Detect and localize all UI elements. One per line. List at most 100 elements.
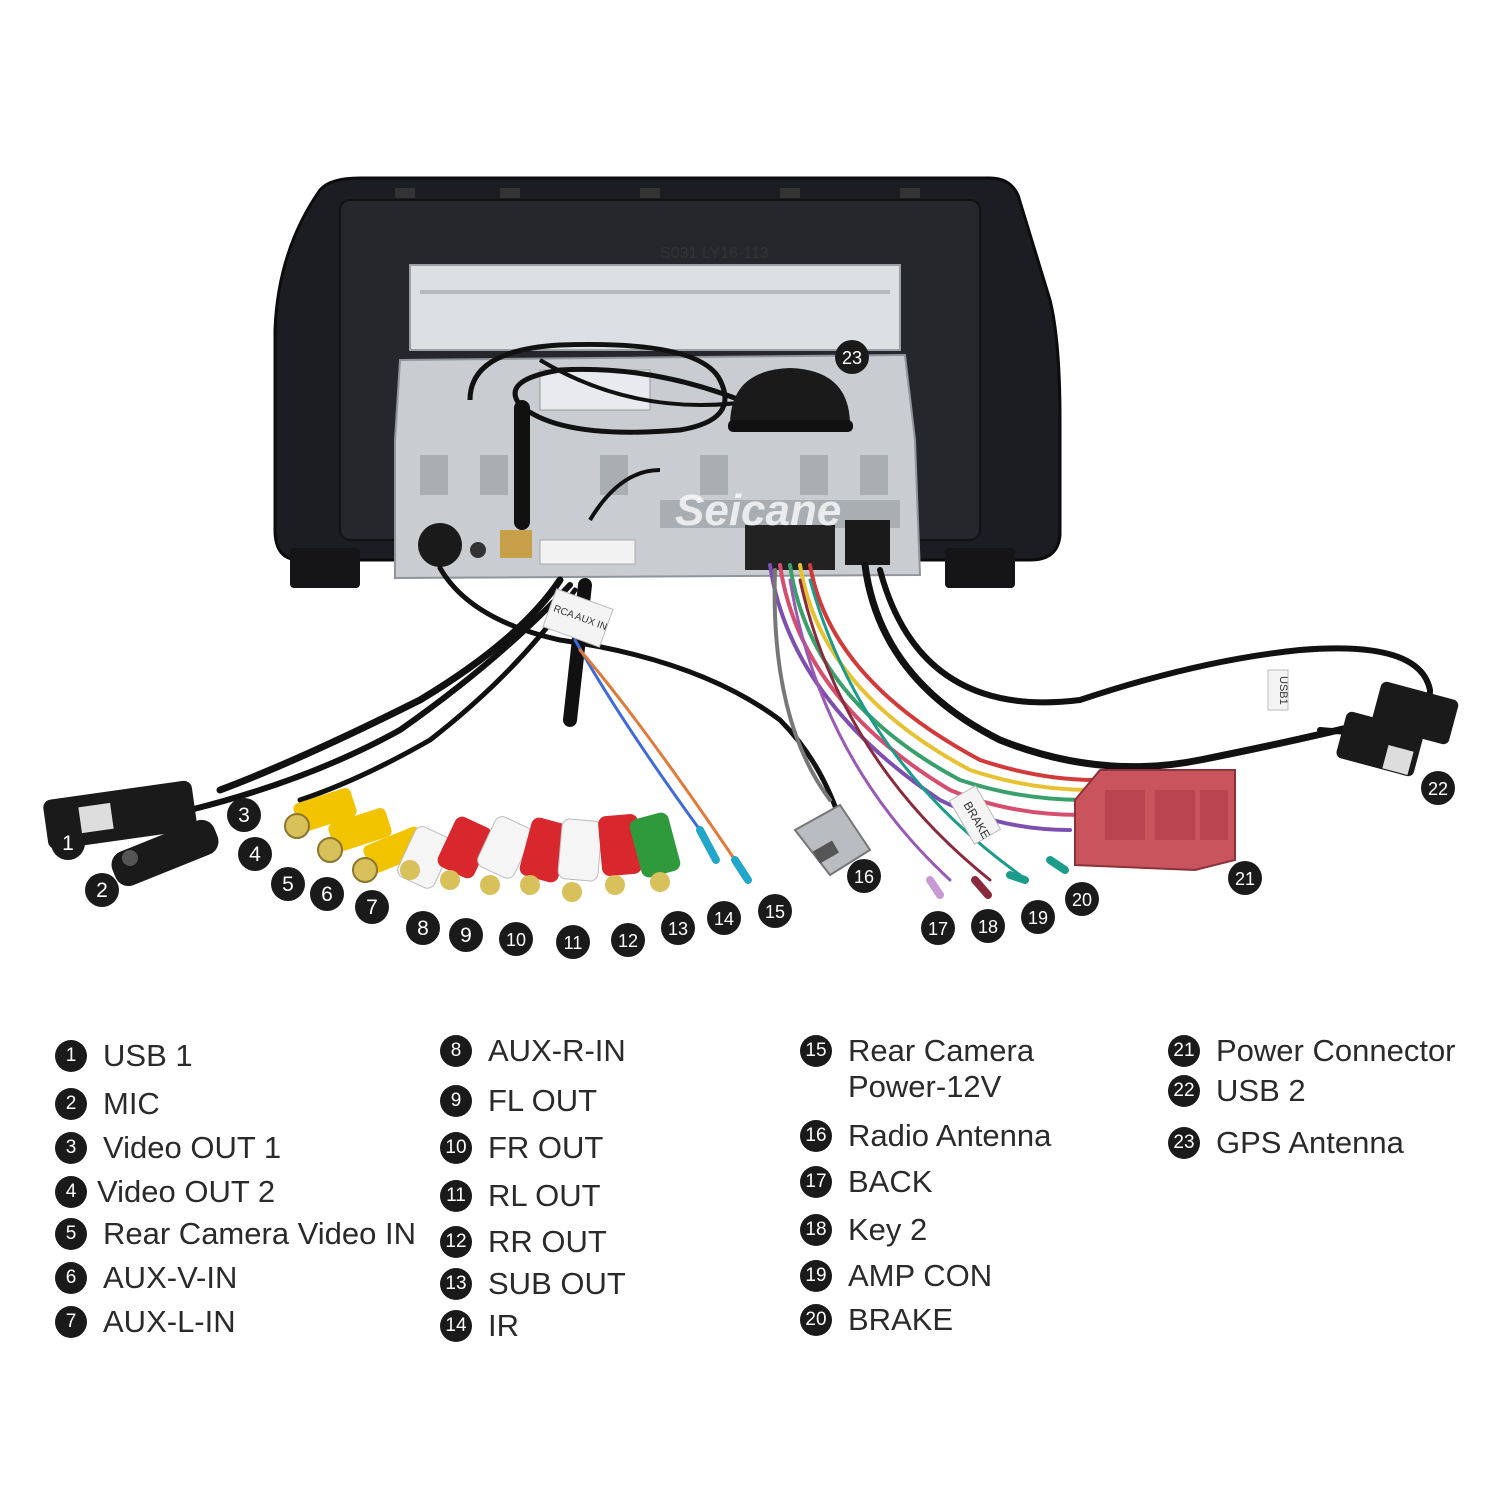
legend-item-fr-out: 10 FR OUT [440, 1130, 603, 1166]
antenna-port [500, 530, 532, 558]
legend-label: AMP CON [848, 1258, 993, 1293]
legend-label: Video OUT 2 [97, 1174, 276, 1209]
legend-label: BRAKE [848, 1302, 954, 1337]
legend-item-aux-r-in: 8 AUX-R-IN [440, 1033, 626, 1069]
marker-circle [1421, 771, 1455, 805]
marker-11: 11 [556, 925, 590, 959]
marker-circle [1065, 882, 1099, 916]
usb1-connector [43, 780, 197, 850]
legend-badge: 6 [55, 1262, 87, 1294]
usb2-cable [861, 561, 1384, 771]
legend-badge: 3 [55, 1132, 87, 1164]
legend-item-mic: 2 MIC [55, 1086, 160, 1122]
marker-number: 1 [62, 832, 74, 855]
marker-circle [707, 901, 741, 935]
legend-badge: 15 [800, 1035, 832, 1067]
marker-19: 19 [1021, 900, 1055, 934]
marker-number: 9 [460, 924, 472, 947]
marker-circle [758, 894, 792, 928]
legend-label: RR OUT [488, 1224, 607, 1259]
marker-16: 16 [847, 859, 881, 893]
marker-number: 20 [1072, 890, 1092, 910]
left-bundle-cable [216, 576, 564, 794]
gps-cable [437, 565, 843, 823]
legend-item-video-out-2: 4 Video OUT 2 [55, 1174, 275, 1210]
legend-badge: 7 [55, 1306, 87, 1338]
legend-label: AUX-V-IN [103, 1260, 238, 1295]
legend-badge: 12 [440, 1226, 472, 1258]
legend-item-usb-2: 22 USB 2 [1168, 1073, 1306, 1109]
legend-badge: 23 [1168, 1127, 1200, 1159]
power-connector [1074, 769, 1236, 872]
head-unit-diagram: S031 LY16-113 Seicane BRAKE USB1 RCA AUX… [43, 176, 1459, 959]
legend-item-ir: 14 IR [440, 1308, 519, 1344]
marker-number: 12 [618, 931, 638, 951]
gps-port [418, 523, 462, 567]
legend-item-rr-out: 12 RR OUT [440, 1224, 607, 1260]
legend-label: USB 2 [1216, 1073, 1306, 1108]
power-harness-socket [745, 525, 835, 570]
marker-10: 10 [499, 922, 533, 956]
panel-code: S031 LY16-113 [660, 245, 769, 262]
marker-number: 5 [282, 873, 294, 896]
gps-antenna-puck [730, 368, 850, 425]
legend-item-rl-out: 11 RL OUT [440, 1178, 601, 1214]
marker-circle [310, 877, 344, 911]
marker-9: 9 [449, 918, 483, 952]
marker-circle [449, 918, 483, 952]
legend-label: Rear Camera Power-12V [848, 1033, 1035, 1104]
legend-label: USB 1 [103, 1038, 193, 1073]
marker-8: 8 [406, 911, 440, 945]
marker-circle [847, 859, 881, 893]
legend-item-power-connector: 21 Power Connector [1168, 1033, 1456, 1069]
legend-label: BACK [848, 1164, 933, 1199]
legend-badge: 20 [800, 1304, 832, 1336]
legend-item-fl-out: 9 FL OUT [440, 1083, 597, 1119]
legend-badge: 1 [55, 1040, 87, 1072]
marker-3: 3 [227, 798, 261, 832]
legend-label: Key 2 [848, 1212, 928, 1247]
marker-circle [611, 923, 645, 957]
legend-label: MIC [103, 1086, 160, 1121]
marker-circle [1228, 861, 1262, 895]
legend-item-radio-antenna: 16 Radio Antenna [800, 1118, 1051, 1154]
marker-circle [499, 922, 533, 956]
marker-21: 21 [1228, 861, 1262, 895]
marker-13: 13 [661, 911, 695, 945]
marker-circle [971, 909, 1005, 943]
marker-2: 2 [85, 873, 119, 907]
wifi-antenna [514, 400, 530, 530]
marker-1: 1 [51, 826, 85, 860]
marker-17: 17 [921, 911, 955, 945]
marker-circle [227, 798, 261, 832]
marker-circle [921, 911, 955, 945]
legend-badge: 19 [800, 1260, 832, 1292]
marker-6: 6 [310, 877, 344, 911]
legend-label: Power Connector [1216, 1033, 1456, 1068]
marker-circle [1021, 900, 1055, 934]
legend-item-sub-out: 13 SUB OUT [440, 1266, 626, 1302]
marker-circle [835, 340, 869, 374]
legend-item-aux-l-in: 7 AUX-L-IN [55, 1304, 236, 1340]
marker-18: 18 [971, 909, 1005, 943]
legend-item-amp-con: 19 AMP CON [800, 1258, 992, 1294]
marker-number: 14 [714, 909, 734, 929]
usb-tag-text: USB1 [1277, 676, 1289, 705]
marker-number: 6 [321, 883, 333, 906]
marker-12: 12 [611, 923, 645, 957]
marker-number: 3 [238, 804, 250, 827]
legend-label: FR OUT [488, 1130, 604, 1165]
legend-label: FL OUT [488, 1083, 598, 1118]
legend-item-key-2: 18 Key 2 [800, 1212, 927, 1248]
marker-number: 2 [96, 879, 108, 902]
marker-number: 11 [564, 933, 583, 953]
legend-label: Radio Antenna [848, 1118, 1052, 1153]
legend-badge: 21 [1168, 1035, 1200, 1067]
marker-15: 15 [758, 894, 792, 928]
marker-circle [271, 867, 305, 901]
marker-number: 4 [249, 843, 261, 866]
legend-label: Rear Camera Video IN [103, 1216, 417, 1251]
marker-circle [556, 925, 590, 959]
rca-connectors [284, 788, 681, 902]
